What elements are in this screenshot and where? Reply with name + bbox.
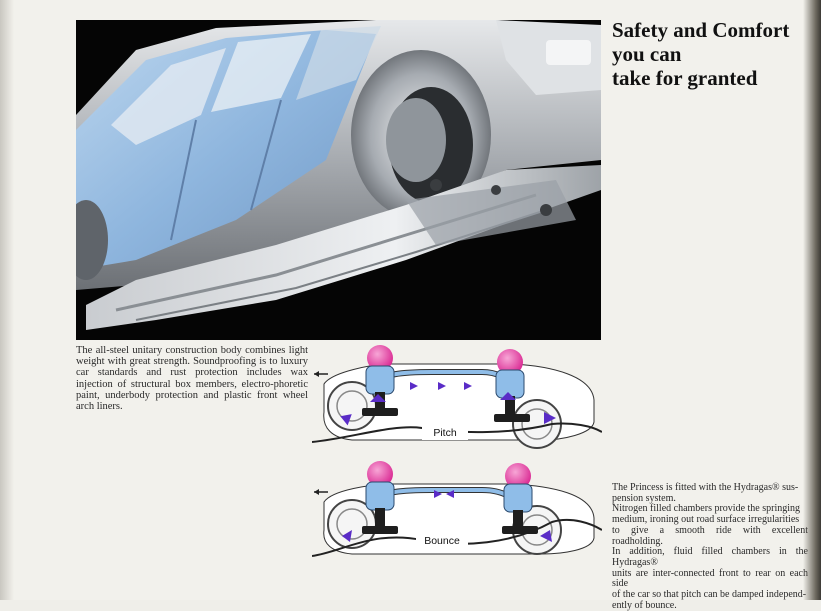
text-line: units are inter-connected front to rear … <box>612 567 808 590</box>
headline-line: take for granted <box>612 66 758 90</box>
car-underbody-illustration <box>76 20 601 340</box>
headline-line: Safety and Comfort <box>612 18 790 42</box>
text-line: In addition, fluid filled chambers in th… <box>612 546 808 568</box>
text-line: medium, ironing out road surface irregul… <box>612 514 800 526</box>
text-line: The Princess is fitted with the Hydragas… <box>612 482 799 493</box>
text-line: ently of bounce. <box>612 599 677 611</box>
hydragas-description: The Princess is fitted with the Hydragas… <box>612 482 808 611</box>
headline-line: you can <box>612 42 682 66</box>
bounce-diagram: Bounce <box>311 461 603 557</box>
page-gutter-shadow <box>0 0 14 600</box>
page-headline: Safety and Comfort you can take for gran… <box>612 18 812 90</box>
text-line: of the car so that pitch can be damped i… <box>612 589 807 601</box>
text-line: pension system. <box>612 492 676 504</box>
body-construction-caption: The all-steel unitary construction body … <box>76 345 308 413</box>
bounce-label: Bounce <box>424 535 460 547</box>
car-underbody-photo <box>76 20 601 340</box>
page-edge <box>803 0 821 600</box>
text-line: to give a smooth ride with excellent roa… <box>612 524 808 547</box>
hydragas-diagrams: Pitch <box>311 342 603 582</box>
pitch-diagram: Pitch <box>311 345 603 449</box>
pitch-label: Pitch <box>433 427 457 439</box>
text-line: Nitrogen filled chambers provide the spr… <box>612 503 801 515</box>
